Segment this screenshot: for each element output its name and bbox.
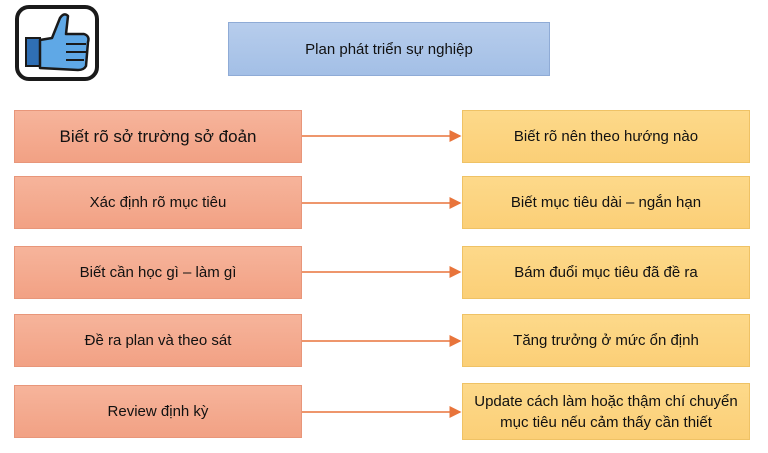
diagram-title: Plan phát triển sự nghiệp (228, 22, 550, 76)
right-box-5: Update cách làm hoặc thậm chí chuyển mục… (462, 383, 750, 440)
left-box-4: Đề ra plan và theo sát (14, 314, 302, 367)
left-box-3: Biết cần học gì – làm gì (14, 246, 302, 299)
left-box-5: Review định kỳ (14, 385, 302, 438)
left-box-2: Xác định rõ mục tiêu (14, 176, 302, 229)
right-box-3: Bám đuổi mục tiêu đã đề ra (462, 246, 750, 299)
left-box-1: Biết rõ sở trường sở đoản (14, 110, 302, 163)
thumbs-up-icon (14, 4, 100, 82)
right-box-2: Biết mục tiêu dài – ngắn hạn (462, 176, 750, 229)
right-box-1: Biết rõ nên theo hướng nào (462, 110, 750, 163)
right-box-4: Tăng trưởng ở mức ổn định (462, 314, 750, 367)
